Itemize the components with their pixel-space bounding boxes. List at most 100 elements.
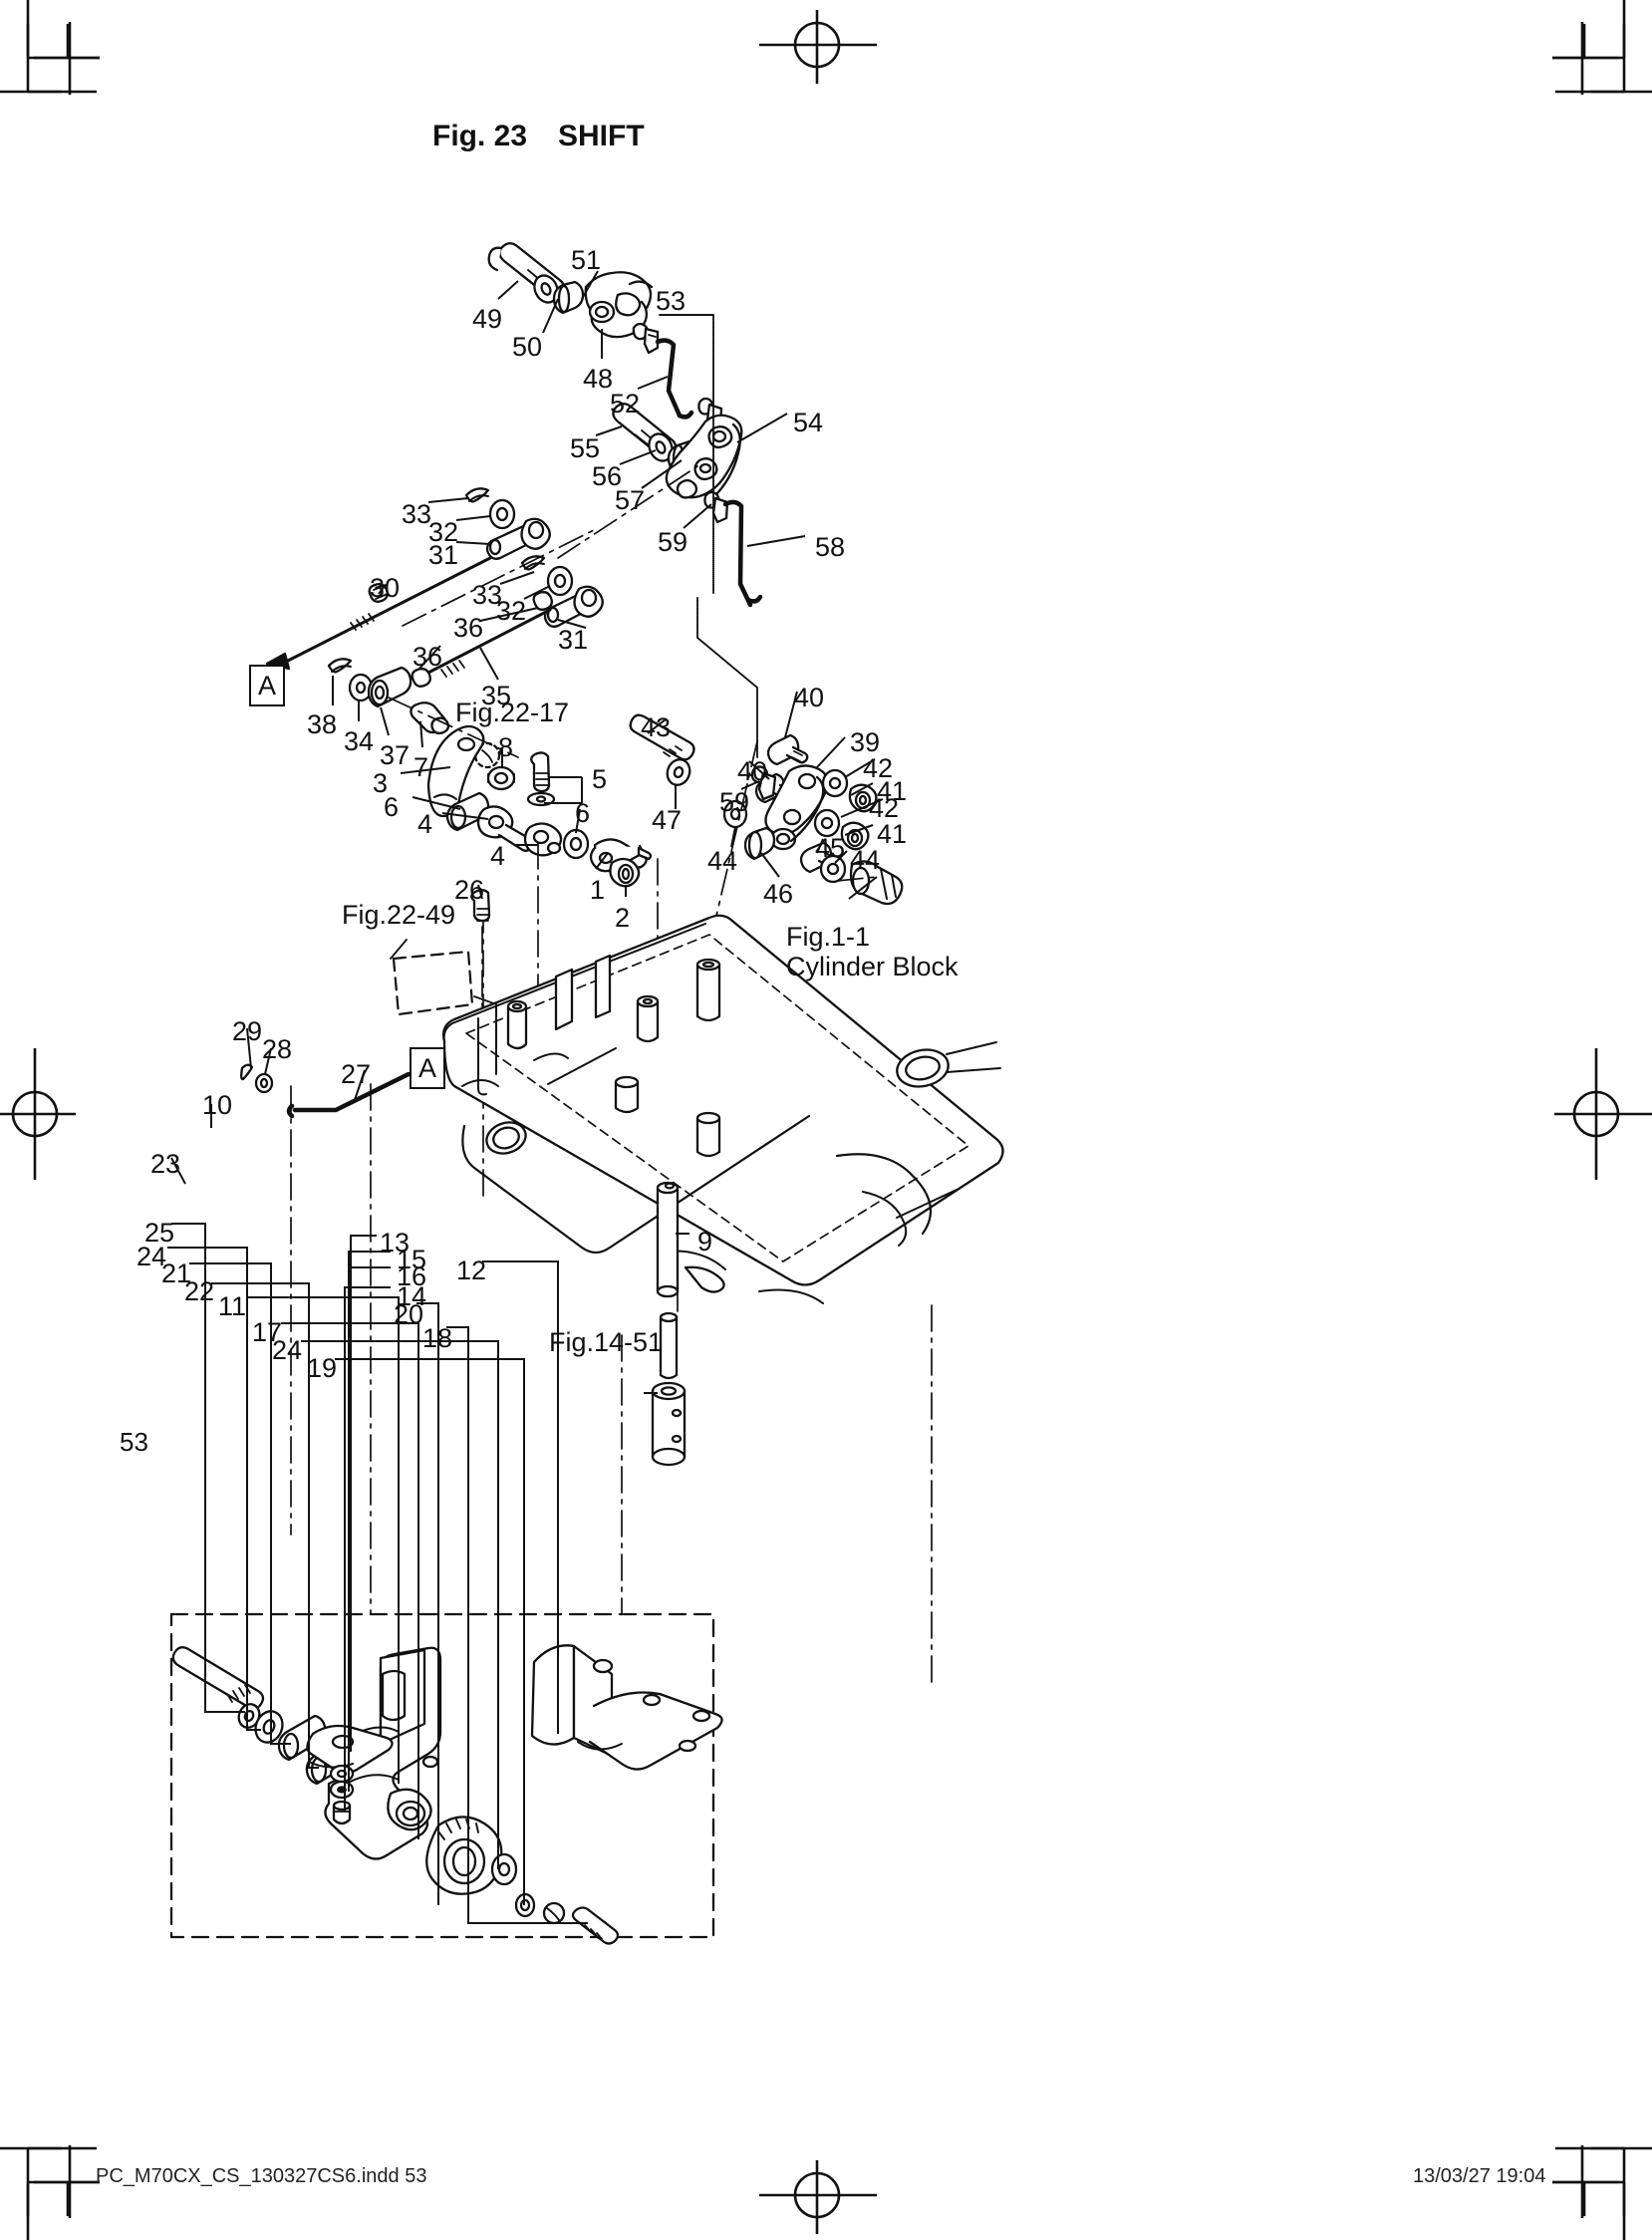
callout-number: 33 (402, 499, 432, 529)
part-46-collar (743, 826, 776, 861)
callout-number: 48 (583, 364, 614, 394)
callout-number: 31 (428, 540, 459, 570)
xref-fig1-1: Fig.1-1 (786, 922, 871, 952)
callout-number: 39 (850, 727, 881, 757)
callout-number: 31 (558, 625, 589, 655)
registration-mark-right (1554, 1048, 1652, 1180)
callout-number: 30 (370, 573, 401, 603)
callout-number: 36 (413, 642, 443, 672)
callout-number: 14 (397, 1281, 427, 1311)
callout-number: 22 (184, 1276, 215, 1306)
registration-mark-top (759, 10, 877, 84)
callout-number: 57 (615, 485, 646, 515)
callout-number: 41 (877, 819, 908, 849)
callout-number: 6 (575, 798, 591, 828)
registration-mark-bottom (759, 2160, 877, 2234)
part-42-bushing-a (821, 768, 849, 798)
callout-number: 51 (571, 245, 602, 275)
section-marker-a-bottom: A (410, 1047, 445, 1089)
callout-number: 24 (137, 1242, 167, 1271)
part-31-link-b (543, 585, 604, 628)
part-29-clip (240, 1063, 254, 1081)
fig14-51-coupler (651, 1381, 687, 1467)
callout-number: 4 (490, 841, 506, 871)
callout-number: 44 (707, 846, 738, 876)
part-48-shift-arm (584, 271, 654, 339)
part-36-nut-a (532, 591, 553, 611)
part-40-stud-a (766, 733, 809, 766)
callout-number: 50 (512, 332, 543, 362)
lower-housing (441, 914, 1004, 1304)
callout-number: 43 (641, 712, 672, 742)
part-42-bushing-b (813, 808, 841, 838)
callout-number: 5 (592, 764, 608, 794)
callout-number: 6 (384, 792, 400, 822)
callout-number: 38 (307, 709, 338, 739)
part-59-clip-lower (750, 765, 777, 801)
callout-number: 47 (652, 805, 683, 835)
callout-number: 28 (262, 1034, 293, 1064)
part-47-washer (666, 758, 691, 786)
part-54-shift-bracket (665, 414, 743, 499)
part-18-bolt (571, 1906, 620, 1945)
callout-number: 12 (456, 1256, 487, 1285)
part-38-clip (327, 658, 353, 674)
callout-number: 32 (428, 517, 459, 547)
part-24-washer-a (254, 1710, 284, 1744)
part-4-joint-b (523, 822, 563, 857)
callout-number: 56 (592, 461, 623, 491)
part-58-rod (722, 499, 763, 608)
callout-number: 9 (697, 1227, 713, 1257)
callout-number: 24 (272, 1335, 303, 1365)
callout-number: 8 (498, 732, 514, 762)
part-35-rod (424, 608, 552, 678)
page-number: 53 (120, 1427, 148, 1457)
part-2-lock-nut (609, 857, 641, 888)
callout-number: 13 (380, 1228, 411, 1258)
fig22-49-dashed-tag (392, 950, 474, 1016)
callout-number: 29 (232, 1016, 263, 1046)
callout-number: 45 (815, 833, 846, 863)
callout-number: 34 (344, 726, 375, 756)
callout-number: 11 (218, 1291, 247, 1321)
part-52-rod (655, 338, 694, 420)
part-28-bushing (254, 1072, 274, 1094)
figure-number: Fig. 23 (432, 120, 528, 152)
part-5-bolt (530, 751, 551, 793)
callout-number: 27 (341, 1059, 372, 1089)
part-7-ball-joint (410, 701, 450, 735)
callout-number: 7 (413, 752, 429, 782)
callout-number: 36 (453, 613, 484, 643)
callout-number: 17 (252, 1317, 283, 1347)
part-26-bolt (470, 889, 491, 1007)
xref-fig22-17: Fig.22-17 (455, 698, 570, 727)
cylinder-block-stub (849, 860, 904, 906)
callout-number: 15 (397, 1245, 427, 1274)
footer-timestamp: 13/03/27 19:04 (1413, 2165, 1546, 2187)
part-53-clip-upper (632, 322, 660, 355)
part-56-washer (648, 432, 674, 462)
xref-cylinder-block: Cylinder Block (786, 952, 959, 981)
callout-number: 58 (815, 532, 846, 562)
callout-number: 4 (417, 809, 433, 839)
assembly-group-10-box (169, 1612, 715, 1939)
section-marker-a-left: A (249, 665, 285, 706)
part-37-bushing (367, 666, 413, 708)
callout-number: 23 (150, 1149, 181, 1179)
registration-mark-left (0, 1048, 76, 1180)
part-51-collar (552, 280, 585, 315)
callout-number: 18 (422, 1323, 453, 1353)
callout-number: 40 (794, 683, 825, 712)
callout-number: 16 (397, 1261, 427, 1291)
callout-number: 54 (793, 408, 824, 437)
callout-number: 19 (307, 1353, 338, 1383)
part-12-cover-bracket (530, 1644, 723, 1771)
callout-number: 1 (590, 875, 606, 905)
part-32-bushing-a (488, 498, 516, 530)
callout-number: 40 (737, 756, 768, 786)
callout-number: 42 (869, 793, 900, 823)
callout-number: 35 (481, 681, 512, 710)
part-44-washer-b (819, 854, 847, 884)
